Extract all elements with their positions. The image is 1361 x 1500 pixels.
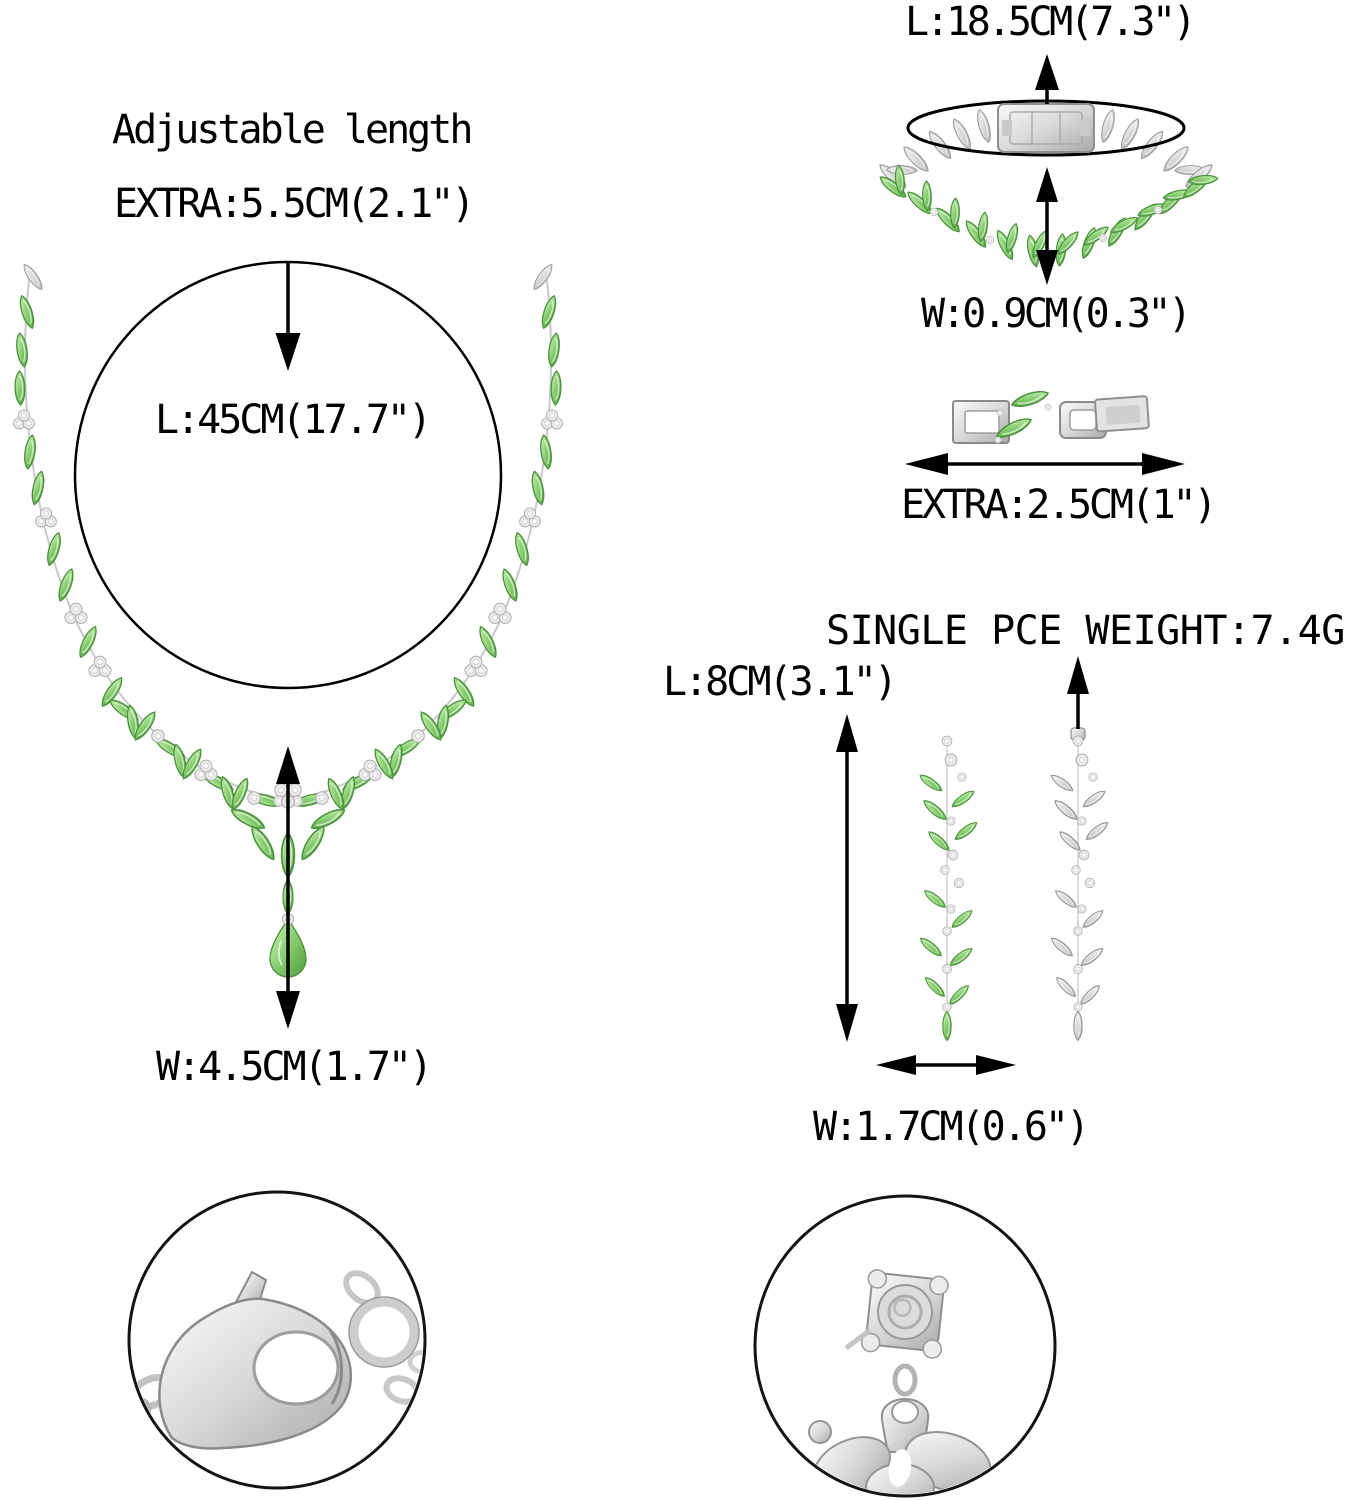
- necklace-illustration: [14, 261, 563, 978]
- earring-width-label: W:1.7CM(0.6"): [813, 1104, 1090, 1150]
- earring-weight-arrow: [1067, 656, 1089, 729]
- bracelet-length-arrow: [1035, 54, 1059, 104]
- bracelet-width-arrow: [1036, 167, 1058, 285]
- earring-width-arrow: [876, 1055, 1016, 1075]
- adjustable-length-label: Adjustable length: [112, 107, 473, 153]
- earring-post-detail: [753, 1194, 1057, 1498]
- bracelet-width-label: W:0.9CM(0.3"): [921, 291, 1192, 337]
- single-piece-weight-label: SINGLE PCE WEIGHT:7.4G: [826, 608, 1345, 654]
- lobster-clasp-detail: [127, 1190, 427, 1490]
- bracelet-length-label: L:18.5CM(7.3"): [905, 0, 1197, 45]
- bracelet-clasp: [997, 103, 1095, 153]
- extender-extra-label: EXTRA:2.5CM(1"): [901, 482, 1217, 528]
- earring-length-arrow: [836, 714, 858, 1042]
- necklace-length-label: L:45CM(17.7"): [155, 397, 432, 443]
- earring-length-label: L:8CM(3.1"): [663, 659, 898, 705]
- necklace-extra-label: EXTRA:5.5CM(2.1"): [114, 181, 475, 227]
- necklace-width-arrow: [276, 746, 300, 1029]
- bracelet-illustration: [876, 99, 1220, 269]
- earring-back-illustration: [1049, 727, 1110, 1040]
- necklace-width-label: W:4.5CM(1.7"): [156, 1044, 433, 1090]
- necklace-measure-circle: [73, 260, 503, 690]
- extender-width-arrow: [905, 453, 1185, 475]
- clasp-extender-illustration: [952, 387, 1150, 444]
- earring-front-illustration: [918, 736, 979, 1040]
